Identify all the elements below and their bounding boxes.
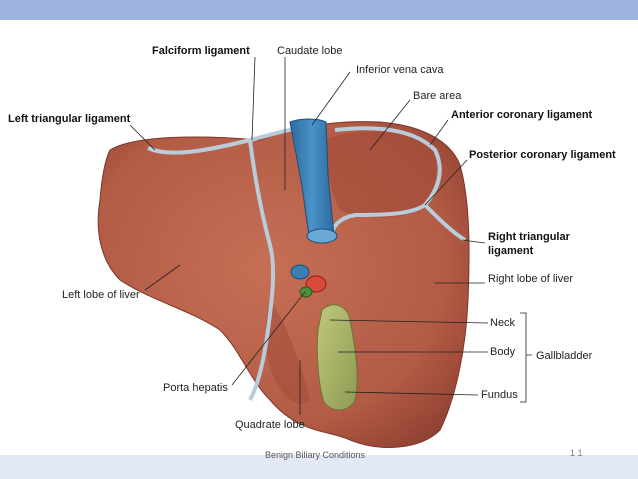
leader-left-triangular — [129, 124, 156, 151]
leader-fundus — [344, 391, 479, 396]
label-neck: Neck — [490, 317, 516, 329]
label-caudate-lobe: Caudate lobe — [277, 45, 342, 57]
label-inferior-vena-cava: Inferior vena cava — [356, 64, 444, 76]
gallbladder-bracket — [520, 312, 532, 403]
right-triangular-ligament-shape — [423, 203, 467, 242]
footer-bar — [0, 455, 638, 479]
leader-falciform — [251, 56, 256, 141]
bare-area-region — [325, 131, 436, 218]
label-right-lobe-of-liver: Right lobe of liver — [488, 273, 573, 285]
label-right-triangular-line2: ligament — [488, 245, 534, 257]
quadrate-lobe-region — [265, 300, 310, 404]
leader-right-triangular — [461, 239, 486, 244]
leader-left-lobe — [144, 264, 181, 291]
falciform-ligament-shape — [248, 139, 276, 401]
leader-ivc — [311, 71, 351, 126]
label-left-lobe-of-liver: Left lobe of liver — [62, 289, 140, 301]
leader-neck — [329, 319, 489, 324]
label-gallbladder: Gallbladder — [536, 350, 593, 362]
label-anterior-coronary-ligament: Anterior coronary ligament — [451, 109, 593, 121]
label-bare-area: Bare area — [413, 90, 462, 102]
header-bar — [0, 0, 638, 20]
slide-number: 1 1 — [570, 448, 583, 458]
label-falciform-ligament: Falciform ligament — [152, 45, 250, 57]
label-right-triangular-line1: Right triangular — [488, 231, 571, 243]
label-left-triangular-ligament: Left triangular ligament — [8, 113, 131, 125]
label-fundus: Fundus — [481, 389, 518, 401]
leader-porta — [231, 291, 306, 386]
leader-anterior-coronary — [429, 119, 449, 146]
label-posterior-coronary-ligament: Posterior coronary ligament — [469, 149, 616, 161]
leader-posterior-coronary — [424, 159, 468, 206]
footer-title: Benign Biliary Conditions — [264, 450, 366, 460]
label-porta-hepatis: Porta hepatis — [163, 382, 228, 394]
label-body: Body — [490, 346, 516, 358]
left-triangular-ligament-shape — [147, 126, 301, 155]
gallbladder-shape — [316, 304, 358, 411]
inferior-vena-cava-shape — [289, 118, 335, 241]
ivc-opening — [306, 228, 338, 244]
label-quadrate-lobe: Quadrate lobe — [235, 419, 305, 431]
leader-bare-area — [369, 99, 411, 151]
